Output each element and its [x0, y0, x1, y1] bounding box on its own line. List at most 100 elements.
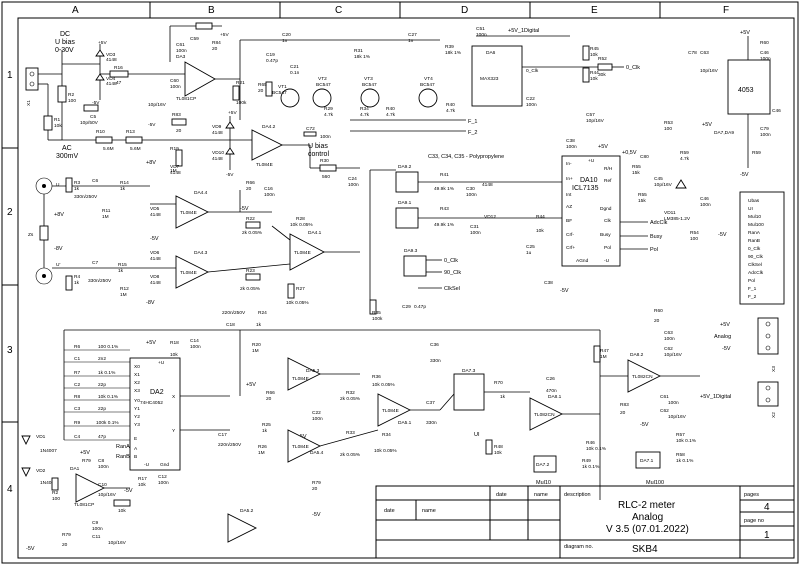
- c6-label: C6: [92, 178, 98, 184]
- c24-value: 100n: [348, 182, 359, 188]
- r81-value: 20: [620, 410, 626, 416]
- p5v-digital-top: +5V_1Digital: [508, 28, 539, 34]
- grid-col-a: A: [72, 5, 79, 16]
- m5v-vd10: -5V: [226, 172, 234, 178]
- c42-value: 10p/16V: [668, 414, 687, 420]
- c22-label: C22: [312, 410, 321, 416]
- da5-2-block: DA5.2: [227, 508, 258, 543]
- c14-label: C14: [190, 338, 199, 344]
- grid-col-e: E: [591, 5, 598, 16]
- r58-label: R58: [676, 452, 685, 458]
- da5-1-type: TL084E: [382, 408, 399, 414]
- r34-value: 4.7k: [360, 112, 370, 118]
- u-plus-label: U: [56, 182, 60, 188]
- x2-pin-p5v-digital: +5V_1Digital: [700, 394, 731, 400]
- signal-connector-list: Ubas UI Mul10 Mul100 RanA RanB 0_Clk 90_…: [739, 191, 785, 305]
- c63-value: 10p/16V: [700, 68, 719, 74]
- da9-1-label: DA9.1: [398, 200, 412, 206]
- r59-label: R59: [680, 150, 689, 156]
- r2-label: R2: [68, 92, 74, 98]
- vd11-type: LM385-1.2V: [664, 216, 691, 222]
- x3-pin-m5v: -5V: [722, 346, 731, 352]
- c41-value: 100n: [668, 400, 679, 406]
- c19-value: 0.47p: [266, 58, 278, 64]
- conn-item-2: Mul10: [748, 214, 761, 220]
- r35-label: R35: [372, 310, 381, 316]
- r60b-value: 20: [654, 318, 660, 324]
- da4-2-label: DA4.2: [262, 124, 276, 130]
- r51-value: 10k: [590, 76, 598, 82]
- signal-busy: Busy: [650, 234, 662, 240]
- c29-value: 0.47p: [414, 304, 426, 310]
- r15-label: R15: [118, 262, 127, 268]
- r15-value: 1k: [118, 268, 124, 274]
- connector-x2: +5V_1Digital X2: [700, 381, 779, 418]
- da4-4-type: TL084E: [180, 210, 197, 216]
- vd1-value: 1N4007: [40, 448, 57, 454]
- c21-label: C21: [290, 64, 299, 70]
- da2-y: Y: [172, 428, 176, 434]
- r20-value: 1M: [252, 348, 259, 354]
- da2-y1: Y1: [134, 406, 140, 412]
- da10-pin-plusu: +U: [588, 158, 595, 164]
- m5v-da1: -5V: [26, 546, 35, 552]
- c11-value: 10p/16V: [108, 540, 127, 546]
- c8-label: C8: [98, 458, 104, 464]
- r56-label: R55: [632, 164, 641, 170]
- r13-value: 5.6M: [130, 146, 141, 152]
- range-ladder: R6 100 0.1% C1 2n2 R7 1k 0.1% C2 22p R8 …: [63, 329, 240, 441]
- da2-x: X: [172, 394, 176, 400]
- vd10-value: 4148: [212, 156, 223, 162]
- vt2-type: BC547: [316, 82, 331, 88]
- da9-blocks: C33, C34, C35 - Polypropylene DA9.2 DA9.…: [369, 154, 562, 322]
- c25-value: 1u: [526, 250, 532, 256]
- vt3-label: VT3: [364, 76, 373, 82]
- da5-3-type: TL084E: [292, 376, 309, 382]
- r6-value: 100 0.1%: [98, 344, 119, 350]
- c42-label: C62: [660, 408, 669, 414]
- r11-label: R11: [102, 208, 111, 214]
- c31-value: 100n: [470, 230, 481, 236]
- r70-value: 1k: [500, 394, 506, 400]
- ac-input-section: AC 300mV U U' Zs R3 1k C6 330n/250V R11 …: [28, 145, 181, 306]
- da3-type: TL081CP: [176, 96, 196, 102]
- r47-label: R47: [600, 348, 609, 354]
- title-pages-value: 4: [764, 502, 770, 513]
- da5-input-network: 220n/250V C18 R24 1k R20 1M C17 220n/250…: [218, 310, 400, 518]
- grid-col-d: D: [461, 5, 468, 16]
- c51-value: 100n: [476, 32, 487, 38]
- da10-pin-az: AZ: [566, 204, 572, 210]
- c27-value: 1n: [408, 38, 414, 44]
- dc-input-section: X1 DC U bias 0-30V R2 100 R1 10k: [25, 31, 76, 141]
- vt1-type: BC547: [272, 90, 287, 96]
- r1-value: 10k: [54, 123, 62, 129]
- r32-value: 2k 0.05%: [340, 396, 361, 402]
- c4-label: C4: [74, 434, 80, 440]
- r46-value: 10k 0.1%: [586, 446, 607, 452]
- da5-4-label: DA5.4: [310, 450, 324, 456]
- conn-item-5: RanB: [748, 238, 760, 244]
- c14-value: 100n: [190, 344, 201, 350]
- r60-label: R60: [760, 40, 769, 46]
- da7-da9-label: DA7,DA9: [714, 130, 734, 136]
- c10-value: 10p/16V: [98, 492, 117, 498]
- p5v-da3: +5V: [220, 32, 229, 38]
- r51-label: R44: [590, 70, 599, 76]
- r40-value: 4.7k: [446, 108, 456, 114]
- da8-2-label: DA8.2: [630, 352, 644, 358]
- r10-r13: R10 5.6M R13 5.6M: [62, 129, 230, 152]
- c65-label: C60: [170, 78, 179, 84]
- c17-label: C17: [218, 432, 227, 438]
- r7-label: R7: [74, 370, 80, 376]
- r65-value: 20: [258, 88, 264, 94]
- da8-2-block: DA8.2 TL082CN R60 20 C63 100n C62 10p/16…: [600, 308, 700, 486]
- signal-mul10: Mul10: [536, 480, 551, 486]
- x3-pin-analog: Analog: [714, 334, 731, 340]
- r18-label: R18: [170, 340, 179, 346]
- p05v-label: +0,5V: [622, 150, 637, 156]
- da10-pin-inplus: In+: [566, 176, 573, 182]
- r27-value: 10k 0.05%: [286, 300, 309, 306]
- r39-value: 18k 1%: [445, 50, 462, 56]
- conn-item-4: RanA: [748, 230, 761, 236]
- da10-type: ICL7135: [572, 185, 599, 192]
